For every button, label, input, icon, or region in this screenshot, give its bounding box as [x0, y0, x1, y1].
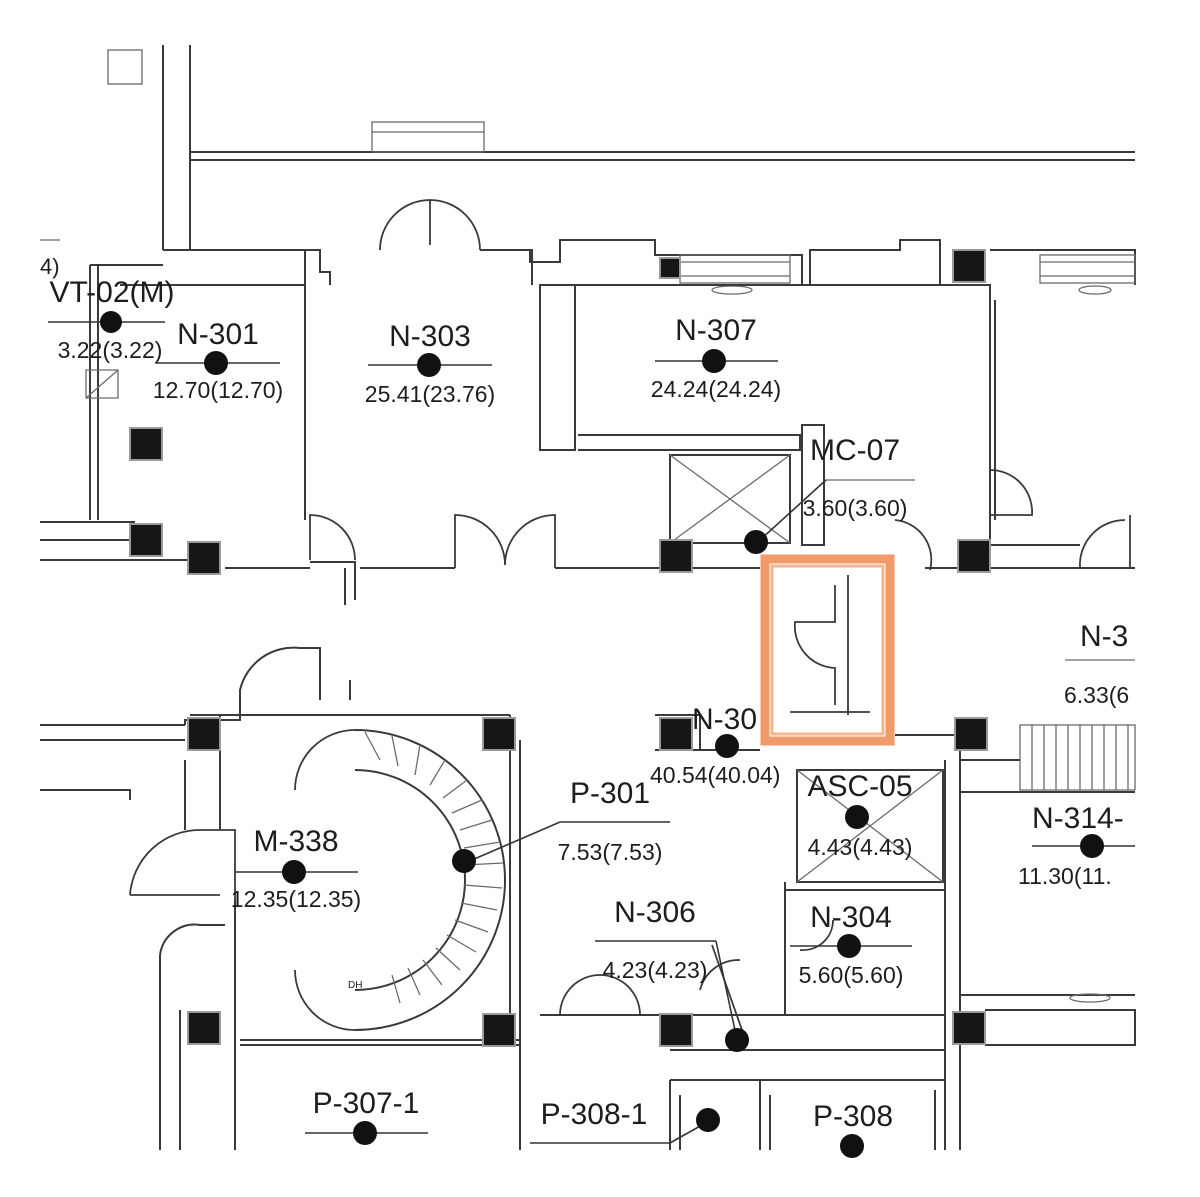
room-code-n303: N-303 [389, 320, 471, 353]
room-area-mc07: 3.60(3.60) [803, 495, 908, 521]
room-code-vt02: VT-02(M) [49, 276, 174, 309]
walls [40, 45, 1136, 1150]
fragment-label: 4) [40, 254, 60, 279]
room-area-n314: 11.30(11. [1018, 863, 1112, 889]
room-code-p3071: P-307-1 [313, 1087, 420, 1120]
room-area-n306: 4.23(4.23) [603, 957, 708, 983]
room-code-n30x: N-30 [692, 703, 757, 736]
room-area-n307: 24.24(24.24) [651, 376, 781, 402]
room-area-vt02: 3.22(3.22) [58, 337, 163, 363]
room-code-asc05: ASC-05 [807, 770, 912, 803]
room-code-n304: N-304 [810, 901, 892, 934]
room-area-n304: 5.60(5.60) [799, 962, 904, 988]
room-code-mc07: MC-07 [810, 434, 900, 467]
room-code-n307: N-307 [675, 314, 757, 347]
columns [129, 249, 991, 1047]
door-highlight [760, 554, 895, 746]
room-code-n306: N-306 [614, 896, 696, 929]
room-code-n301: N-301 [177, 318, 259, 351]
room-area-n3x: 6.33(6 [1064, 682, 1129, 708]
room-code-n3x: N-3 [1080, 620, 1128, 653]
room-area-n301: 12.70(12.70) [153, 377, 283, 403]
room-area-p301: 7.53(7.53) [558, 839, 663, 865]
room-code-n314: N-314- [1032, 802, 1124, 835]
room-code-p301: P-301 [570, 777, 650, 810]
stair-tag: DH [348, 980, 362, 991]
room-area-asc05: 4.43(4.43) [808, 834, 913, 860]
room-code-p3081: P-308-1 [541, 1098, 648, 1131]
room-area-n303: 25.41(23.76) [365, 381, 495, 407]
room-code-p308: P-308 [813, 1100, 893, 1133]
room-area-n30x: 40.54(40.04) [650, 762, 780, 788]
room-labels: 4) VT-02(M) 3.22(3.22) N-301 12.70(12.70… [40, 254, 1135, 1158]
room-area-m338: 12.35(12.35) [231, 886, 361, 912]
room-code-m338: M-338 [253, 825, 338, 858]
